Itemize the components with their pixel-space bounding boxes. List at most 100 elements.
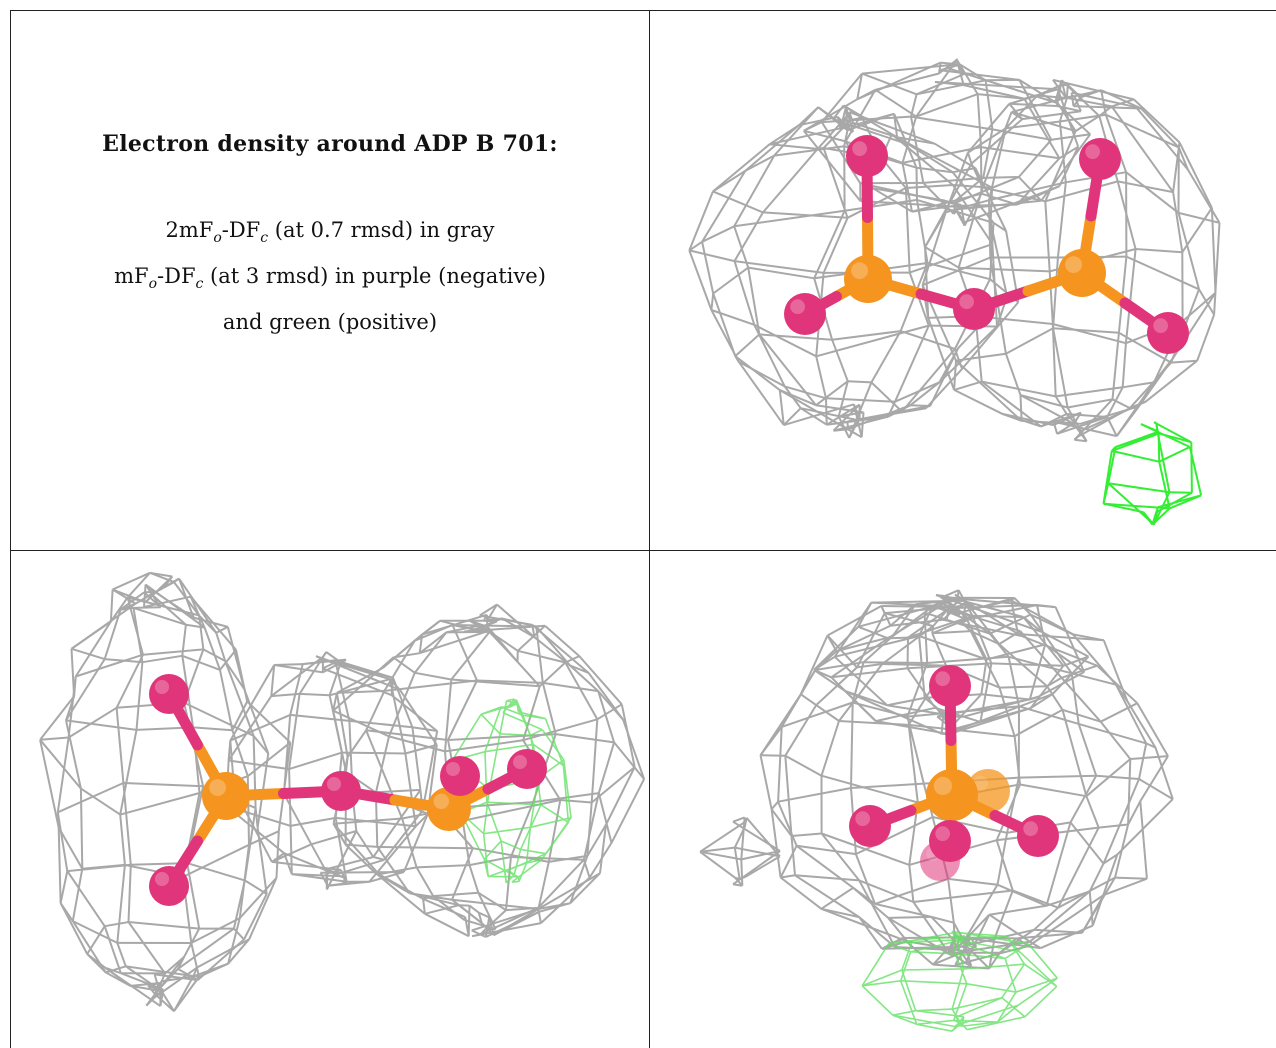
mesh-segment <box>500 840 521 851</box>
mesh-segment <box>563 759 572 818</box>
mesh-segment <box>531 624 590 674</box>
mesh-segment <box>215 626 229 634</box>
mesh-segment <box>507 852 547 872</box>
oxygen-atom <box>953 288 995 330</box>
mesh-segment <box>900 980 967 985</box>
mesh-segment <box>1028 894 1105 947</box>
mesh-segment <box>870 381 903 413</box>
mesh-segment <box>1054 606 1086 673</box>
legend-2fofc-sub-o: o <box>213 230 222 247</box>
mesh-segment <box>486 801 502 842</box>
mesh-segment <box>963 884 999 942</box>
mesh-segment <box>522 714 535 745</box>
mesh-segment <box>954 953 968 985</box>
mesh-segment <box>597 690 616 743</box>
mesh-segment <box>1138 778 1174 800</box>
mesh-segment <box>770 801 779 810</box>
mesh-segment <box>932 630 971 635</box>
mesh-segment <box>966 152 973 164</box>
mesh-segment <box>1115 684 1148 744</box>
mesh-segment <box>520 848 547 855</box>
mesh-segment <box>1153 421 1192 444</box>
mesh-segment <box>605 766 636 826</box>
mesh-segment <box>848 382 873 439</box>
mesh-segment <box>226 626 246 690</box>
mesh-segment <box>227 938 250 965</box>
mesh-segment <box>74 620 112 678</box>
mesh-segment <box>483 826 531 835</box>
mesh-segment <box>154 993 175 1012</box>
mesh-segment <box>907 724 919 803</box>
mesh-segment <box>1051 655 1090 695</box>
mesh-segment <box>1140 423 1191 448</box>
mesh-segment <box>836 635 893 653</box>
mesh-segment <box>485 909 507 930</box>
mesh-segment <box>341 751 406 755</box>
mesh-segment <box>40 736 69 741</box>
mesh-segment <box>158 968 179 990</box>
mesh-segment <box>981 693 1030 701</box>
mesh-segment <box>901 969 917 1011</box>
mesh-segment <box>758 333 817 406</box>
mesh-segment <box>120 591 145 611</box>
mesh-segment <box>231 701 249 731</box>
mesh-segment <box>1052 78 1135 101</box>
mesh-segment <box>422 898 426 914</box>
mesh-segment <box>999 685 1048 689</box>
mesh-segment <box>989 904 1047 916</box>
mesh-segment <box>1005 327 1054 355</box>
mesh-segment <box>790 835 796 876</box>
mesh-segment <box>847 380 872 384</box>
mesh-segment <box>328 695 343 753</box>
mesh-segment <box>105 971 131 987</box>
mesh-segment <box>302 658 347 666</box>
mesh-segment <box>275 831 280 878</box>
mesh-segment <box>1053 327 1119 334</box>
mesh-segment <box>378 873 424 900</box>
mesh-segment <box>224 660 255 737</box>
mesh-segment <box>482 789 491 834</box>
mesh-segment <box>831 330 901 341</box>
mesh-segment <box>918 635 926 698</box>
mesh-segment <box>1177 212 1200 290</box>
mesh-segment <box>477 912 483 924</box>
mesh-segment <box>688 240 703 252</box>
mesh-segment <box>1105 113 1180 149</box>
view-top-right <box>650 11 1276 550</box>
legend-line-positive: and green (positive) <box>222 310 438 335</box>
mesh-segment <box>433 891 479 898</box>
mesh-segment <box>855 816 934 856</box>
mesh-segment <box>1091 854 1119 926</box>
mesh-segment <box>922 182 955 215</box>
mesh-segment <box>820 121 862 184</box>
mesh-segment <box>288 751 343 771</box>
legend-fofc-suffix: (at 3 rmsd) in purple (negative) <box>203 264 546 289</box>
mesh-segment <box>1006 935 1026 965</box>
mesh-segment <box>1022 110 1082 121</box>
mesh-segment <box>825 397 896 403</box>
mesh-segment <box>1096 664 1138 704</box>
mesh-segment <box>1140 107 1180 149</box>
mesh-segment <box>753 323 817 358</box>
mesh-segment <box>569 664 590 674</box>
mesh-segment <box>1074 438 1087 443</box>
mesh-segment <box>856 73 863 100</box>
mesh-segment <box>1126 700 1157 749</box>
mesh-segment <box>1020 394 1075 425</box>
mesh-segment <box>197 938 245 981</box>
mesh-segment <box>1171 359 1198 364</box>
mesh-segment <box>859 182 962 207</box>
mesh-segment <box>839 407 927 425</box>
mesh-segment <box>760 754 786 757</box>
mesh-segment <box>1018 79 1057 104</box>
mesh-segment <box>1011 94 1075 113</box>
mesh-segment <box>1075 115 1100 132</box>
mesh-segment <box>894 381 940 403</box>
mesh-segment <box>509 801 535 858</box>
mesh-segment <box>66 870 106 927</box>
mesh-segment <box>791 832 822 837</box>
mesh-segment <box>190 917 241 944</box>
mesh-segment <box>748 266 815 280</box>
mesh-segment <box>922 256 991 287</box>
mesh-segment <box>529 778 539 828</box>
